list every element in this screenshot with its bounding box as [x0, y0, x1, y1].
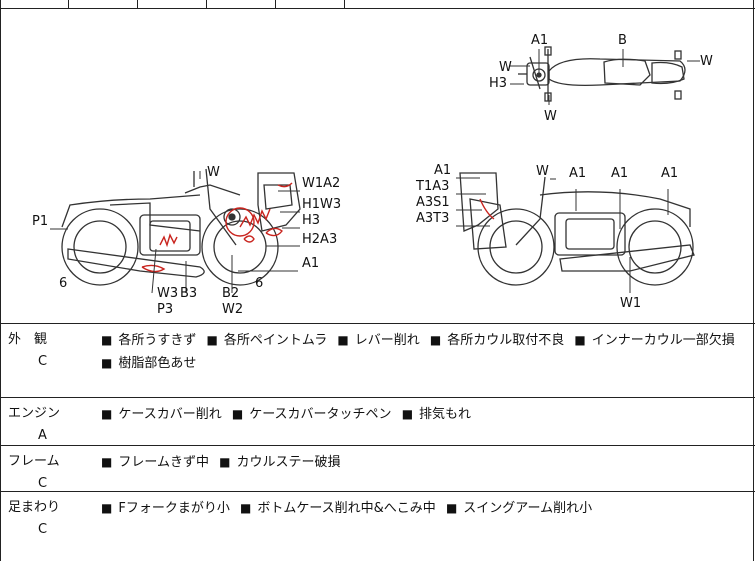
category-grade: C [38, 476, 48, 491]
condition-item: Fフォークまがり小 [101, 501, 230, 516]
damage-diagram: A1 B W W H3 W W W1A2 H1W3 H3 H2A3 A1 P1 … [0, 9, 755, 324]
condition-item: フレームきず中 [101, 455, 209, 470]
top-view-bike [518, 46, 686, 102]
condition-item: 各所カウル取付不良 [430, 333, 564, 348]
damage-marks [141, 182, 495, 273]
right-view-bike [459, 172, 695, 286]
label-right-a1-a: A1 [434, 163, 451, 178]
motorcycle-diagram: A1 B W W H3 W W W1A2 H1W3 H3 H2A3 A1 P1 … [32, 33, 713, 317]
label-left-p1: P1 [32, 214, 48, 229]
condition-item: カウルステー破損 [219, 455, 340, 470]
condition-item: 各所うすきず [101, 333, 196, 348]
condition-item: レバー削れ [337, 333, 419, 348]
condition-item: インナーカウル一部欠損 [574, 333, 734, 348]
condition-items: 各所うすきず 各所ペイントムラ レバー削れ 各所カウル取付不良 インナーカウル一… [101, 329, 751, 375]
condition-item: 樹脂部色あせ [101, 356, 196, 371]
label-left-h3: H3 [302, 213, 320, 228]
condition-item: ケースカバー削れ [101, 407, 222, 422]
condition-item: スイングアーム削れ小 [446, 501, 592, 516]
category-name: 外 観 [8, 332, 48, 347]
label-right-a1-d: A1 [661, 166, 678, 181]
condition-item: ボトムケース削れ中&へこみ中 [240, 501, 436, 516]
label-top-w-bottom: W [544, 109, 557, 124]
label-right-a1-b: A1 [569, 166, 586, 181]
label-top-a1: A1 [531, 33, 548, 48]
label-left-h1w3: H1W3 [302, 197, 341, 212]
condition-items: Fフォークまがり小 ボトムケース削れ中&へこみ中 スイングアーム削れ小 [101, 497, 751, 520]
label-left-w3: W3 [157, 286, 178, 301]
label-left-six-right: 6 [255, 276, 263, 291]
label-right-a1-c: A1 [611, 166, 628, 181]
label-left-a1: A1 [302, 256, 319, 271]
condition-item: 各所ペイントムラ [207, 333, 328, 348]
label-left-b3: B3 [180, 286, 197, 301]
left-view-bike [61, 168, 301, 286]
label-top-w-left: W [499, 60, 512, 75]
header-strip [0, 0, 755, 9]
condition-items: フレームきず中 カウルステー破損 [101, 451, 751, 474]
condition-row-exterior: 外 観 C 各所うすきず 各所ペイントムラ レバー削れ 各所カウル取付不良 イン… [0, 323, 755, 398]
label-left-six-left: 6 [59, 276, 67, 291]
label-right-w-top: W [536, 164, 549, 179]
label-left-b2: B2 [222, 286, 239, 301]
category-name: フレーム [8, 454, 60, 469]
condition-row-frame: フレーム C フレームきず中 カウルステー破損 [0, 445, 755, 492]
label-right-w1: W1 [620, 296, 641, 311]
label-top-h3: H3 [489, 76, 507, 91]
category-grade: A [38, 428, 47, 443]
label-right-a3s1: A3S1 [416, 195, 450, 210]
label-top-b: B [618, 33, 627, 48]
condition-item: 排気もれ [402, 407, 471, 422]
category-name: エンジン [8, 406, 61, 421]
label-right-a3t3: A3T3 [416, 211, 449, 226]
label-top-w-right: W [700, 54, 713, 69]
condition-items: ケースカバー削れ ケースカバータッチペン 排気もれ [101, 403, 751, 426]
label-left-h2a3: H2A3 [302, 232, 337, 247]
label-left-w2: W2 [222, 302, 243, 317]
condition-row-suspension: 足まわり C Fフォークまがり小 ボトムケース削れ中&へこみ中 スイングアーム削… [0, 491, 755, 561]
category-name: 足まわり [8, 500, 61, 515]
condition-row-engine: エンジン A ケースカバー削れ ケースカバータッチペン 排気もれ [0, 397, 755, 446]
category-grade: C [38, 354, 48, 369]
condition-item: ケースカバータッチペン [232, 407, 392, 422]
label-left-w-top: W [207, 165, 220, 180]
label-left-w1a2: W1A2 [302, 176, 340, 191]
label-left-p3: P3 [157, 302, 173, 317]
category-grade: C [38, 522, 48, 537]
label-right-t1a3: T1A3 [415, 179, 449, 194]
